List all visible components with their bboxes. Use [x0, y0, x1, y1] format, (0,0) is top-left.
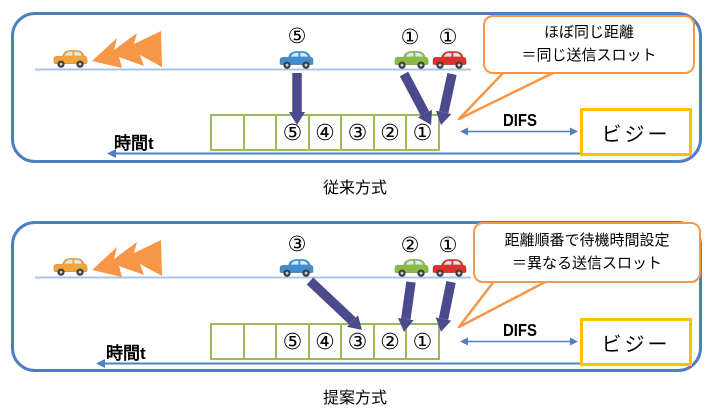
callout-different-slot: 距離順番で待機時間設定 ＝異なる送信スロット [473, 222, 701, 283]
callout-same-slot: ほぼ同じ距離 ＝同じ送信スロット [483, 15, 695, 74]
slot-label: ④ [315, 328, 335, 354]
slot-cell: ① [405, 114, 440, 151]
conventional-panel-frame [11, 12, 702, 163]
slot-row-proposed: ⑤ ④ ③ ② ① [210, 323, 440, 360]
slot-cell: ② [372, 323, 408, 360]
proposed-panel-frame [11, 221, 702, 372]
slot-label: ⑤ [282, 119, 303, 145]
slot-cell [210, 114, 245, 151]
busy-box: ビジー [580, 318, 692, 366]
slot-label: ③ [347, 119, 368, 145]
slot-cell: ⑤ [275, 114, 310, 151]
green-car-icon [393, 255, 431, 284]
car-number-label: ① [438, 26, 458, 49]
panel-caption-proposed: 提案方式 [322, 390, 387, 407]
time-axis-label: 時間t [114, 134, 154, 153]
slot-label: ④ [315, 119, 335, 145]
slot-cell: ③ [340, 323, 375, 360]
slot-label: ② [380, 119, 400, 145]
red-car-icon [431, 255, 469, 284]
slot-cell [210, 323, 245, 360]
time-axis-label: 時間t [106, 344, 146, 363]
blue-car-icon [278, 255, 316, 284]
slot-label: ⑤ [282, 328, 303, 354]
slot-label: ① [412, 328, 433, 354]
callout-line2: ＝同じ送信スロット [521, 46, 657, 64]
car-number-label: ① [400, 26, 420, 49]
callout-line2: ＝異なる送信スロット [511, 254, 662, 272]
yellow-car-icon [52, 254, 90, 283]
green-car-icon [393, 47, 431, 76]
slot-cell [242, 323, 278, 360]
difs-label: DIFS [502, 320, 538, 341]
panel-caption-conventional: 従来方式 [322, 180, 387, 197]
slot-cell [242, 114, 278, 151]
slot-label: ③ [347, 328, 368, 354]
slot-row-conventional: ⑤ ④ ③ ② ① [210, 114, 440, 151]
car-number-label: ⑤ [287, 25, 307, 48]
blue-car-icon [278, 47, 316, 76]
callout-line1: ほぼ同じ距離 [543, 24, 634, 41]
difs-label: DIFS [502, 110, 538, 131]
slot-cell: ① [405, 323, 440, 360]
car-number-label: ③ [287, 233, 307, 256]
car-number-label: ① [438, 234, 458, 257]
yellow-car-icon [52, 46, 90, 75]
callout-line1: 距離順番で待機時間設定 [504, 232, 670, 249]
red-car-icon [431, 47, 469, 76]
busy-box: ビジー [580, 108, 692, 156]
slot-label: ② [380, 328, 400, 354]
slot-cell: ④ [307, 114, 343, 151]
slot-label: ① [412, 119, 433, 145]
busy-label: ビジー [601, 333, 671, 356]
slot-cell: ② [372, 114, 408, 151]
slot-cell: ③ [340, 114, 375, 151]
car-number-label: ② [400, 234, 420, 257]
slot-cell: ⑤ [275, 323, 310, 360]
slot-cell: ④ [307, 323, 343, 360]
busy-label: ビジー [601, 123, 671, 146]
